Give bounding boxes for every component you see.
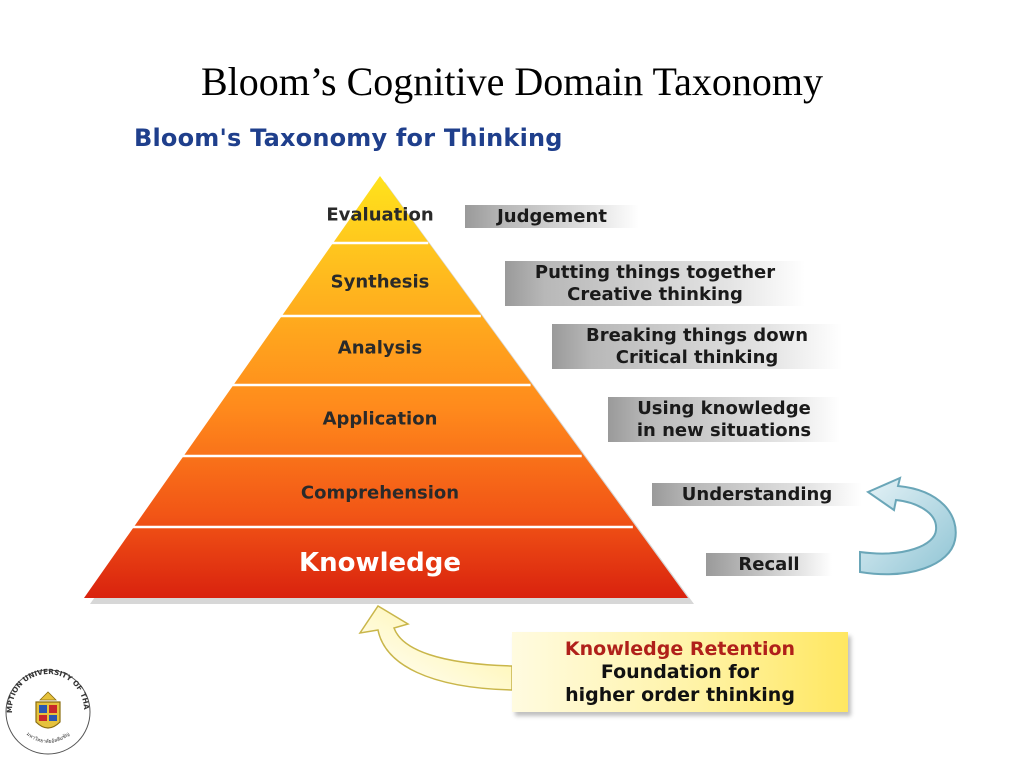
callout-line-1: Foundation for bbox=[600, 661, 760, 683]
level-label-knowledge: Knowledge bbox=[299, 548, 461, 578]
callout-line-2: higher order thinking bbox=[565, 684, 795, 706]
level-label-evaluation: Evaluation bbox=[326, 204, 434, 226]
knowledge-retention-callout: Knowledge Retention Foundation for highe… bbox=[512, 632, 848, 712]
tier-dividers bbox=[127, 241, 633, 529]
description-application-line-1: Using knowledge bbox=[637, 398, 811, 419]
description-comprehension-line-1: Understanding bbox=[681, 484, 833, 505]
diagram-heading: Bloom's Taxonomy for Thinking bbox=[134, 124, 563, 152]
description-analysis-line-1: Breaking things down bbox=[585, 325, 809, 346]
slide-title: Bloom’s Cognitive Domain Taxonomy bbox=[200, 59, 823, 104]
description-knowledge: Recall bbox=[706, 553, 832, 576]
level-label-synthesis: Synthesis bbox=[330, 271, 430, 293]
pyramid bbox=[84, 176, 688, 598]
description-evaluation: Judgement bbox=[465, 205, 639, 228]
description-synthesis-line-2: Creative thinking bbox=[567, 284, 743, 305]
callout-title: Knowledge Retention bbox=[564, 638, 796, 660]
level-label-analysis: Analysis bbox=[337, 337, 423, 359]
description-analysis-line-2: Critical thinking bbox=[615, 347, 779, 368]
level-label-comprehension: Comprehension bbox=[300, 482, 460, 504]
university-logo: ASSUMPTION UNIVERSITY OF THAILAND มหาวิท… bbox=[2, 660, 91, 755]
description-evaluation-line-1: Judgement bbox=[497, 206, 607, 227]
description-application-line-2: in new situations bbox=[636, 420, 812, 441]
yellow-curved-arrow-icon bbox=[358, 604, 513, 691]
blue-curved-arrow-icon bbox=[859, 476, 957, 576]
description-comprehension: Understanding bbox=[652, 483, 862, 506]
description-synthesis-line-1: Putting things together bbox=[534, 262, 776, 283]
level-label-application: Application bbox=[322, 408, 438, 430]
description-knowledge-line-1: Recall bbox=[738, 554, 800, 575]
